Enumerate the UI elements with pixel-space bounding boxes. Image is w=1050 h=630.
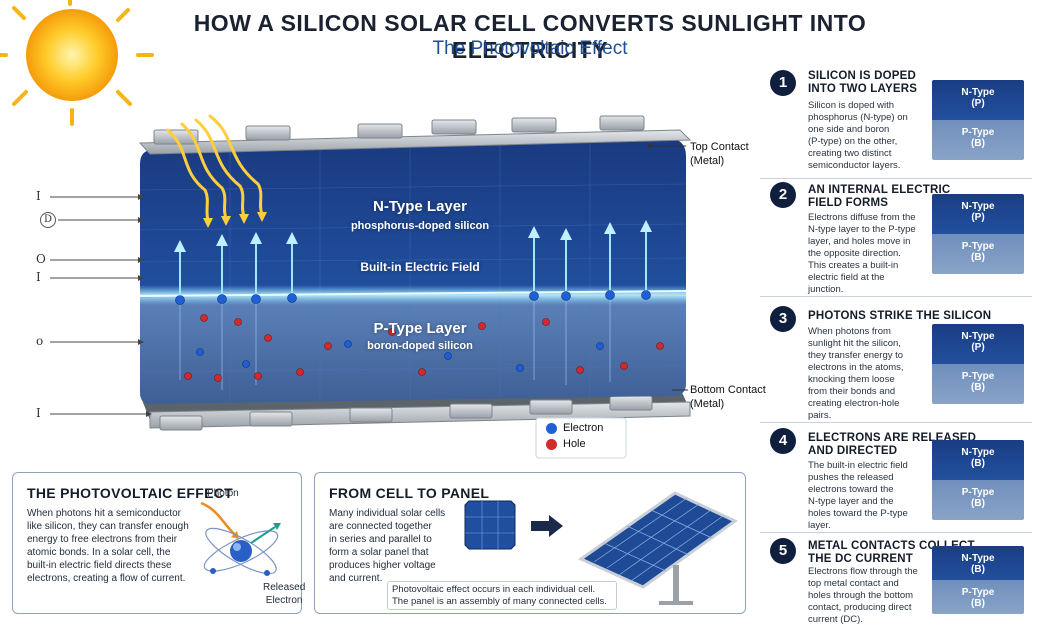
cell-to-panel-box: FROM CELL TO PANEL Many individual solar… bbox=[314, 472, 746, 614]
side-tick-5: o bbox=[36, 334, 44, 348]
step-title: PHOTONS STRIKE THE SILICON bbox=[808, 310, 992, 322]
arrow-right-icon bbox=[531, 515, 563, 537]
side-tick-3: O bbox=[36, 252, 46, 266]
step-divider bbox=[760, 296, 1032, 297]
step-5-diagram: N-Type(B) P-Type(B) bbox=[932, 546, 1024, 614]
step-divider bbox=[760, 422, 1032, 423]
page-subtitle: The Photovoltaic Effect bbox=[432, 38, 628, 59]
step-1-diagram: N-Type(P) P-Type(B) bbox=[932, 80, 1024, 160]
released-electron-label: Released Electron bbox=[263, 582, 306, 606]
sun-icon bbox=[0, 0, 154, 126]
side-tick-lines bbox=[50, 196, 146, 415]
step-number: 5 bbox=[770, 538, 796, 564]
charge-carriers bbox=[175, 290, 664, 382]
step-number: 1 bbox=[770, 70, 796, 96]
electric-field-arrows-icon bbox=[179, 230, 647, 295]
electron-dot-icon bbox=[546, 422, 557, 434]
legend-electron: Electron bbox=[546, 422, 603, 434]
step-2-diagram: N-Type(P) P-Type(B) bbox=[932, 194, 1024, 274]
step-divider bbox=[760, 178, 1032, 179]
panel-box-body: Many individual solar cells are connecte… bbox=[329, 508, 446, 584]
p-layer-subtitle: boron-doped silicon bbox=[367, 340, 473, 352]
n-layer-title: N-Type Layer bbox=[373, 198, 467, 215]
step-number: 4 bbox=[770, 428, 796, 454]
bottom-contact-label: Bottom Contact (Metal) bbox=[690, 384, 766, 410]
top-contact-icon bbox=[138, 115, 692, 155]
photovoltaic-box-title: THE PHOTOVOLTAIC EFFECT bbox=[27, 485, 234, 501]
legend-hole: Hole bbox=[546, 438, 603, 450]
photovoltaic-effect-box: THE PHOTOVOLTAIC EFFECT When photons hit… bbox=[12, 472, 306, 614]
hole-dot-icon bbox=[546, 438, 557, 450]
step-number: 3 bbox=[770, 306, 796, 332]
solar-panel-icon bbox=[577, 491, 738, 605]
step-3-diagram: N-Type(P) P-Type(B) bbox=[932, 324, 1024, 404]
panel-note: Photovoltaic effect occurs in each indiv… bbox=[387, 581, 617, 610]
side-tick-6: I bbox=[36, 406, 41, 420]
single-cell-icon bbox=[464, 500, 516, 550]
step-3: 3 PHOTONS STRIKE THE SILICON When photon… bbox=[760, 302, 1042, 422]
photovoltaic-box-body: When photons hit a semiconductor like si… bbox=[27, 508, 189, 584]
photon-label: Photon bbox=[207, 488, 239, 499]
atom-icon bbox=[200, 501, 281, 576]
side-tick-4: I bbox=[36, 270, 41, 284]
panel-box-title: FROM CELL TO PANEL bbox=[329, 485, 490, 501]
side-tick-2: D bbox=[40, 212, 56, 228]
p-layer-title: P-Type Layer bbox=[373, 320, 467, 337]
field-label: Built-in Electric Field bbox=[360, 260, 480, 274]
top-contact-label: Top Contact (Metal) bbox=[690, 141, 749, 167]
page-title: HOW A SILICON SOLAR CELL CONVERTS SUNLIG… bbox=[193, 10, 867, 63]
step-4-diagram: N-Type(B) P-Type(B) bbox=[932, 440, 1024, 520]
step-divider bbox=[760, 532, 1032, 533]
legend: Electron Hole bbox=[546, 422, 603, 450]
side-tick-1: I bbox=[36, 189, 41, 203]
silicon-block bbox=[139, 138, 687, 404]
step-number: 2 bbox=[770, 182, 796, 208]
n-layer-subtitle: phosphorus-doped silicon bbox=[350, 220, 490, 232]
cell-to-panel-illustration bbox=[464, 491, 738, 605]
sunlight-rays-icon bbox=[166, 114, 264, 222]
